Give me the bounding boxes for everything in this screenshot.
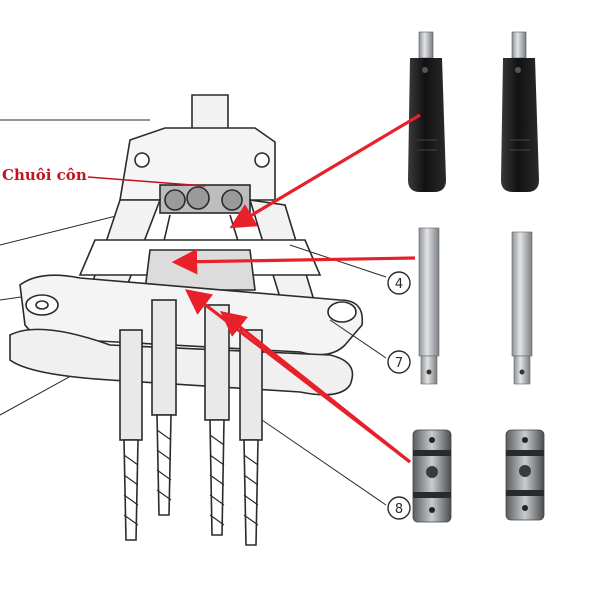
universal-joint-left <box>412 429 452 523</box>
taper-shank-right <box>501 31 539 192</box>
hex-shaft-left <box>418 227 440 385</box>
taper-shank-left <box>408 31 446 192</box>
part-number-8: 8 <box>395 502 403 517</box>
part-number-7: 7 <box>395 356 403 371</box>
taper-shank-callout-label: Chuôi côn <box>2 166 87 184</box>
hex-shaft-right <box>511 231 533 385</box>
arrow-to-hex-shaft <box>171 248 416 275</box>
part-number-markers: 4 7 8 <box>387 271 411 520</box>
arrow-to-joint-b <box>219 311 411 464</box>
universal-joint-right <box>505 429 545 521</box>
red-indicator-arrows <box>171 113 421 464</box>
multi-spindle-head-drawing <box>0 94 387 546</box>
part-number-4: 4 <box>395 277 403 292</box>
arrow-to-taper-shank <box>229 113 421 229</box>
